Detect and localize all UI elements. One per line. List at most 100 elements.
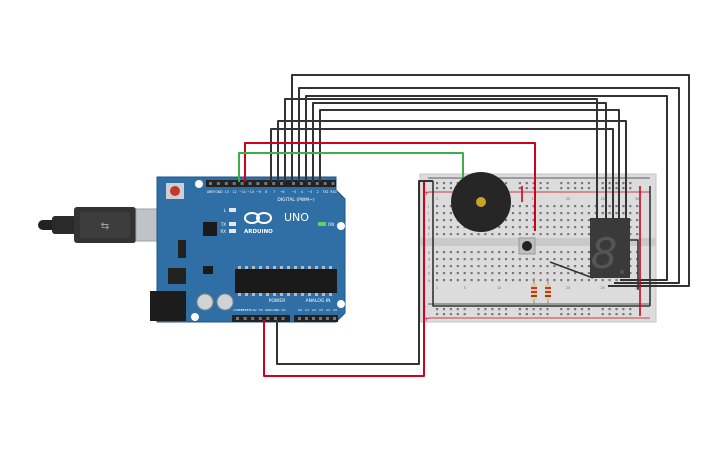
rail-hole[interactable] — [546, 308, 549, 311]
breadboard-hole[interactable] — [518, 212, 521, 215]
push-button-cap[interactable] — [522, 241, 532, 251]
rail-hole[interactable] — [518, 313, 521, 316]
rail-hole[interactable] — [615, 313, 618, 316]
rail-hole[interactable] — [477, 308, 480, 311]
breadboard-hole[interactable] — [629, 219, 632, 222]
breadboard-hole[interactable] — [546, 251, 549, 254]
breadboard-hole[interactable] — [477, 279, 480, 282]
wire-black-rail[interactable] — [432, 181, 650, 307]
rail-hole[interactable] — [449, 308, 452, 311]
breadboard-hole[interactable] — [436, 258, 439, 261]
breadboard-hole[interactable] — [477, 265, 480, 268]
rail-hole[interactable] — [449, 182, 452, 185]
breadboard-hole[interactable] — [470, 279, 473, 282]
rail-hole[interactable] — [477, 313, 480, 316]
breadboard-hole[interactable] — [463, 279, 466, 282]
breadboard-hole[interactable] — [539, 251, 542, 254]
breadboard-hole[interactable] — [484, 272, 487, 275]
digital-pin[interactable] — [216, 182, 220, 185]
breadboard-hole[interactable] — [615, 205, 618, 208]
wire-black[interactable] — [284, 98, 598, 220]
breadboard-hole[interactable] — [622, 205, 625, 208]
breadboard-hole[interactable] — [567, 258, 570, 261]
breadboard-hole[interactable] — [567, 226, 570, 229]
breadboard-hole[interactable] — [587, 205, 590, 208]
wire-black[interactable] — [277, 120, 627, 220]
breadboard-hole[interactable] — [511, 233, 515, 236]
rail-hole[interactable] — [463, 308, 466, 311]
rail-hole[interactable] — [560, 187, 563, 190]
breadboard-hole[interactable] — [567, 212, 570, 215]
breadboard-hole[interactable] — [484, 279, 487, 282]
rail-hole[interactable] — [449, 187, 452, 190]
breadboard-hole[interactable] — [518, 205, 521, 208]
rail-hole[interactable] — [546, 187, 549, 190]
breadboard-hole[interactable] — [580, 233, 584, 236]
rail-hole[interactable] — [436, 308, 439, 311]
breadboard-hole[interactable] — [442, 272, 446, 275]
digital-pin[interactable] — [307, 182, 311, 185]
breadboard-hole[interactable] — [567, 233, 570, 236]
breadboard-hole[interactable] — [470, 233, 473, 236]
breadboard-hole[interactable] — [463, 233, 466, 236]
breadboard-hole[interactable] — [539, 272, 542, 275]
breadboard-hole[interactable] — [546, 265, 549, 268]
breadboard-hole[interactable] — [580, 219, 584, 222]
wire-red-5v[interactable] — [263, 180, 425, 377]
arduino-uno-board[interactable]: L TX RX UNO ARDUINO ON DIGITAL (PWM~) AR… — [150, 176, 346, 323]
rail-hole[interactable] — [532, 313, 535, 316]
wire-black-jumper[interactable] — [549, 261, 594, 279]
rail-hole[interactable] — [442, 313, 446, 316]
breadboard-hole[interactable] — [636, 205, 639, 208]
seven-segment-display[interactable]: 8 — [590, 218, 630, 278]
breadboard-hole[interactable] — [498, 272, 501, 275]
wire-black[interactable] — [305, 95, 668, 281]
breadboard-hole[interactable] — [580, 251, 584, 254]
digital-header[interactable] — [206, 180, 336, 187]
breadboard-hole[interactable] — [436, 279, 439, 282]
breadboard-hole[interactable] — [498, 265, 501, 268]
analog-pin[interactable] — [298, 317, 301, 320]
breadboard-hole[interactable] — [608, 212, 611, 215]
breadboard-hole[interactable] — [553, 272, 556, 275]
rail-hole[interactable] — [560, 313, 563, 316]
digital-pin[interactable] — [224, 182, 228, 185]
breadboard-hole[interactable] — [636, 272, 639, 275]
breadboard-hole[interactable] — [505, 272, 508, 275]
breadboard-hole[interactable] — [560, 251, 563, 254]
breadboard-hole[interactable] — [449, 258, 452, 261]
rail-hole[interactable] — [518, 182, 521, 185]
breadboard-hole[interactable] — [629, 258, 632, 261]
power-pin[interactable] — [251, 317, 255, 320]
rail-hole[interactable] — [587, 313, 590, 316]
rail-hole[interactable] — [436, 313, 439, 316]
breadboard-hole[interactable] — [436, 265, 439, 268]
breadboard-hole[interactable] — [532, 212, 535, 215]
breadboard-hole[interactable] — [587, 265, 590, 268]
push-button[interactable] — [518, 237, 536, 255]
breadboard-hole[interactable] — [574, 272, 577, 275]
rail-hole[interactable] — [608, 187, 611, 190]
rail-hole[interactable] — [574, 187, 577, 190]
breadboard-hole[interactable] — [442, 233, 446, 236]
rail-hole[interactable] — [567, 308, 570, 311]
breadboard-hole[interactable] — [629, 265, 632, 268]
rail-hole[interactable] — [518, 187, 521, 190]
breadboard-hole[interactable] — [580, 212, 584, 215]
breadboard-hole[interactable] — [491, 272, 494, 275]
piezo-buzzer[interactable] — [451, 172, 511, 232]
rail-hole[interactable] — [587, 308, 590, 311]
analog-pin[interactable] — [319, 317, 322, 320]
breadboard-hole[interactable] — [525, 226, 528, 229]
breadboard-hole[interactable] — [560, 233, 563, 236]
breadboard-hole[interactable] — [463, 272, 466, 275]
breadboard-hole[interactable] — [539, 265, 542, 268]
breadboard-hole[interactable] — [442, 219, 446, 222]
rail-hole[interactable] — [456, 308, 459, 311]
rail-hole[interactable] — [608, 313, 611, 316]
breadboard-hole[interactable] — [553, 233, 556, 236]
rail-hole[interactable] — [505, 182, 508, 185]
breadboard-hole[interactable] — [442, 205, 446, 208]
rail-hole[interactable] — [601, 308, 604, 311]
rail-hole[interactable] — [532, 308, 535, 311]
